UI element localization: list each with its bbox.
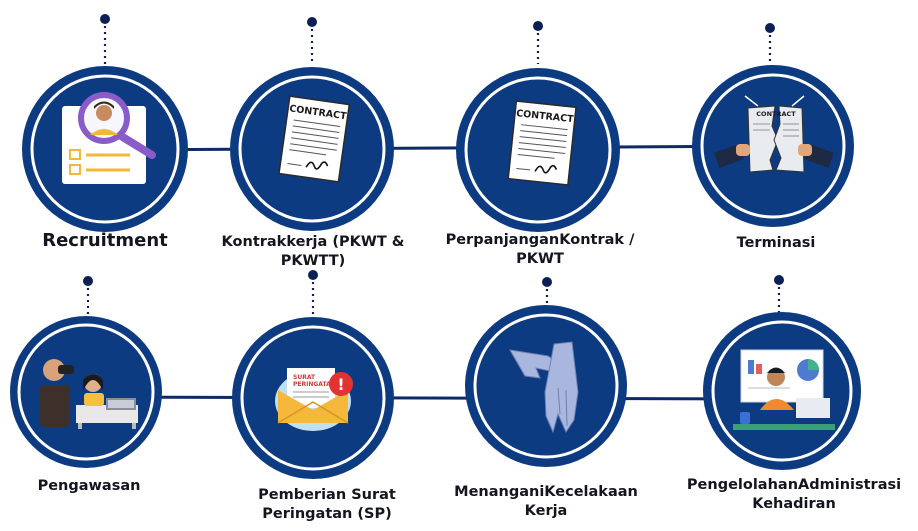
node-recruitment xyxy=(22,66,188,232)
connector-row1 xyxy=(109,144,776,152)
safety-glove-icon xyxy=(509,341,579,434)
node-kontrak-kerja: CONTRACT xyxy=(230,67,394,231)
label-terminasi: Terminasi xyxy=(736,235,816,251)
connectors xyxy=(87,144,781,401)
attendance-admin-icon xyxy=(733,349,835,430)
label-perpanjangan-kontrak: PerpanjanganKontrak / PKWT xyxy=(445,232,635,267)
node-kecelakaan-kerja xyxy=(465,305,627,467)
warning-letter-icon: SURAT PERINGATAN ! xyxy=(275,368,353,431)
node-administrasi-kehadiran xyxy=(703,312,861,470)
label-kecelakaan-kerja: MenanganiKecelakaan Kerja xyxy=(454,484,638,519)
torn-contract-icon: CONTRACT xyxy=(714,95,834,173)
label-administrasi-kehadiran: PengelolahanAdministrasi Kehadiran xyxy=(686,477,902,512)
alert-exclamation-icon: ! xyxy=(337,375,344,394)
node-terminasi: CONTRACT xyxy=(692,65,854,227)
lead-dots xyxy=(83,14,784,287)
letter-word-peringatan: PERINGATAN xyxy=(293,381,336,388)
letter-word-surat: SURAT xyxy=(293,374,316,381)
node-surat-peringatan: SURAT PERINGATAN ! xyxy=(232,317,394,479)
label-pengawasan: Pengawasan xyxy=(37,478,141,494)
label-surat-peringatan: Pemberian Surat Peringatan (SP) xyxy=(258,487,396,522)
supervisor-binoculars-icon xyxy=(40,359,138,429)
contract-document-icon: CONTRACT xyxy=(507,100,577,186)
lead-lines xyxy=(86,20,781,314)
contract-word: CONTRACT xyxy=(756,110,796,118)
contract-document-icon: CONTRACT xyxy=(278,95,351,183)
label-recruitment: Recruitment xyxy=(42,230,168,251)
label-kontrak-kerja: Kontrakkerja (PKWT & PKWTT) xyxy=(221,234,405,269)
node-pengawasan xyxy=(10,316,162,468)
connector-row2 xyxy=(87,395,781,401)
recruitment-magnifier-icon xyxy=(62,92,156,184)
node-perpanjangan-kontrak: CONTRACT xyxy=(456,68,620,232)
